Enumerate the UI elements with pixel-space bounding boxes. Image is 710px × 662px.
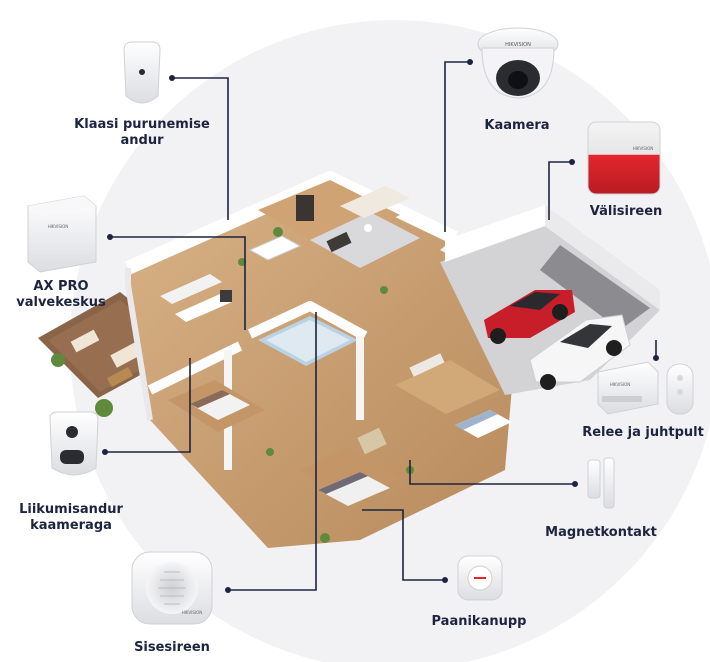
indoor-siren-brand: HIKVISION xyxy=(182,610,203,615)
motion-sensor-camera xyxy=(49,411,99,476)
line-indoor-siren xyxy=(228,312,317,591)
line-magnet xyxy=(409,460,575,485)
line-camera xyxy=(444,61,470,232)
hub-brand: HIKVISION xyxy=(48,224,69,229)
label-panic: Paanikanupp xyxy=(431,614,527,629)
label-camera: Kaamera xyxy=(484,118,550,133)
label-indoor-siren: Sisesireen xyxy=(134,640,210,655)
relay-brand: HIKVISION xyxy=(610,382,631,387)
line-sub-siren xyxy=(548,161,572,220)
relay-module: HIKVISION xyxy=(597,361,659,415)
connector-lines xyxy=(102,59,659,593)
white-car xyxy=(529,314,631,390)
label-relay: Relee ja juhtpult xyxy=(582,425,704,440)
camera-brand: HIKVISION xyxy=(505,42,531,48)
keyfob-remote xyxy=(666,363,694,415)
indoor-siren: HIKVISION xyxy=(131,551,213,625)
line-motion xyxy=(105,358,191,453)
label-magnet: Magnetkontakt xyxy=(545,525,657,540)
dome-camera: HIKVISION xyxy=(477,27,559,99)
siren-brand: HIKVISION xyxy=(633,146,654,151)
label-hub: AX PRO valvekeskus xyxy=(16,279,106,310)
label-glass-break: Klaasi purunemise andur xyxy=(74,117,210,148)
magnetic-contact xyxy=(587,457,615,509)
label-motion-camera: Liikumisandur kaameraga xyxy=(19,502,123,533)
line-hub xyxy=(110,236,246,330)
line-panic xyxy=(362,509,445,581)
panic-button xyxy=(457,555,503,601)
glass-break-sensor xyxy=(123,41,161,104)
house-floorplan xyxy=(38,171,660,548)
red-car xyxy=(484,290,575,344)
outdoor-siren: HIKVISION xyxy=(587,121,661,195)
line-glass-break xyxy=(172,77,229,220)
ax-pro-hub: HIKVISION xyxy=(27,195,97,273)
label-sub-siren: Välisireen xyxy=(589,204,663,219)
